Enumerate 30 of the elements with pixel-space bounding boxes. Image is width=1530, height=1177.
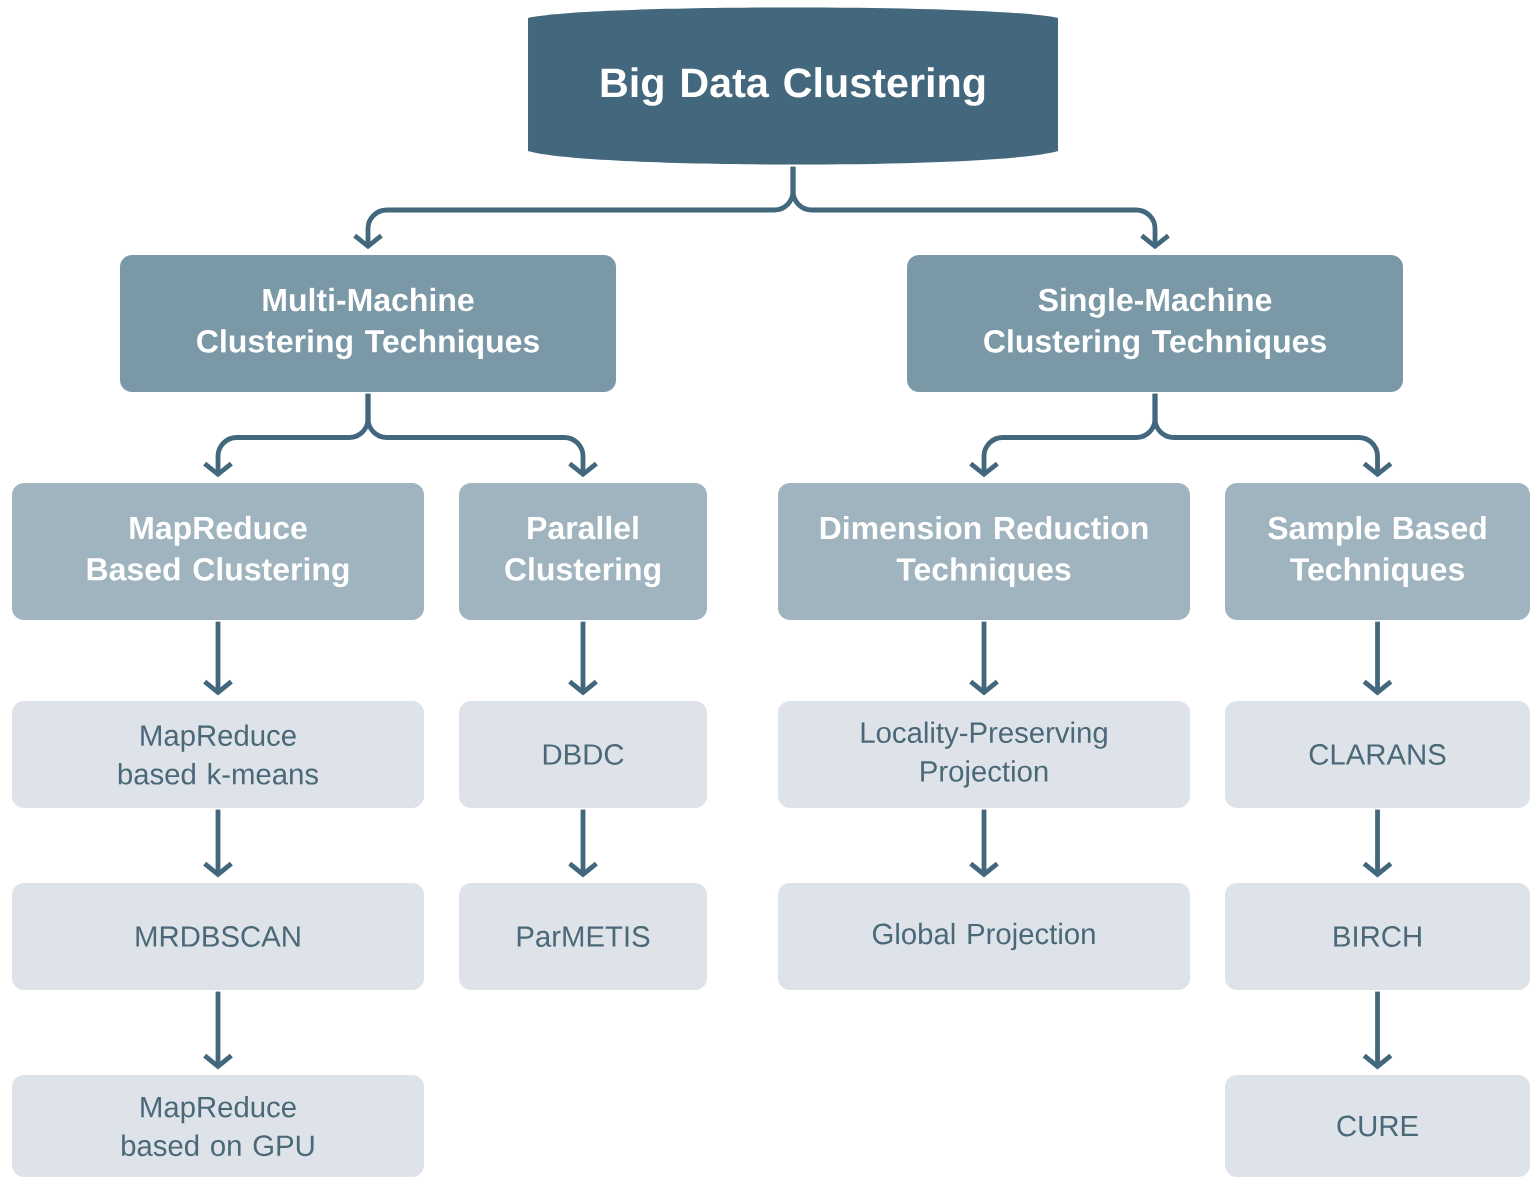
category-box: Single-Machine Clustering Techniques [907,254,1403,393]
arrow [969,809,999,878]
subcategory-box: MapReduce Based Clustering [12,482,424,621]
subcategory-box: Dimension Reduction Techniques [778,482,1190,621]
arrow [969,621,999,696]
arrow [1152,393,1393,478]
arrow [1362,809,1393,878]
subcategory-box: Parallel Clustering [459,482,707,621]
method-box: Locality-Preserving Projection [778,701,1190,808]
arrow [365,393,598,478]
arrow [203,621,233,696]
title-cylinder: Big Data Clustering [528,7,1058,165]
method-box: Global Projection [778,883,1190,990]
arrow [790,166,1170,250]
method-box: BIRCH [1225,883,1530,990]
arrow [1362,991,1393,1070]
arrow [1362,621,1393,696]
arrow [203,809,233,878]
arrow [203,991,233,1070]
subcategory-box: Sample Based Techniques [1225,482,1530,621]
method-box: CURE [1225,1075,1530,1177]
method-box: DBDC [459,701,707,808]
method-box: MapReduce based on GPU [12,1075,424,1177]
arrow [568,809,598,878]
method-box: MapReduce based k-means [12,701,424,808]
arrow [568,621,598,696]
category-box: Multi-Machine Clustering Techniques [120,254,616,393]
method-box: MRDBSCAN [12,883,424,990]
method-box: ParMETIS [459,883,707,990]
method-box: CLARANS [1225,701,1530,808]
